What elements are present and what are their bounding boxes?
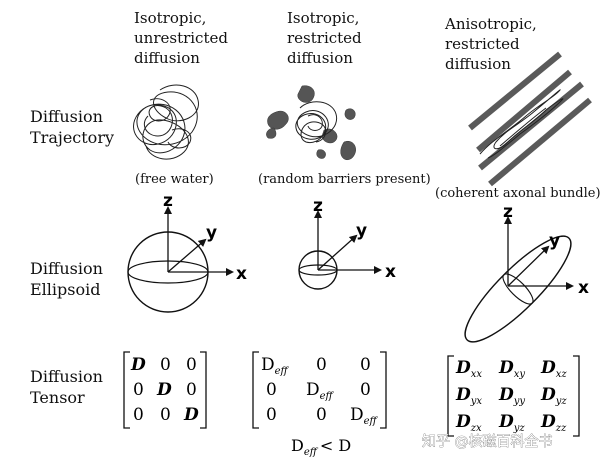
tensor-cell-dyx: Dyx xyxy=(455,385,482,407)
tensor-cell-dxy: Dxy xyxy=(498,358,525,380)
tensor-cell-dyy: Dyy xyxy=(498,385,525,407)
axis-label-x: x xyxy=(578,278,589,298)
ellipsoid-prolate: z y x xyxy=(464,202,589,343)
tensor-cell: D xyxy=(130,355,146,375)
tensor-cell: 0 xyxy=(160,355,171,375)
caption-free-water: (free water) xyxy=(135,172,214,187)
tensor-cell: 0 xyxy=(266,380,277,400)
caption-random-barriers: (random barriers present) xyxy=(258,172,431,187)
axon-fibers xyxy=(468,51,592,187)
tensor-cell-dzx: Dzx xyxy=(455,412,482,434)
tensor-cell-deff: Deff xyxy=(306,380,335,402)
tensor-cell: 0 xyxy=(186,380,197,400)
tensor-matrix-anisotropic: Dxx Dxy Dxz Dyx Dyy Dyz Dzx Dyz Dzz xyxy=(447,355,580,437)
axis-label-z: z xyxy=(503,202,513,222)
relation-deff-less-than-d: Deff< D xyxy=(291,436,351,458)
axis-label-x: x xyxy=(236,264,247,284)
tensor-cell: 0 xyxy=(186,355,197,375)
tensor-cell: 0 xyxy=(316,355,327,375)
tensor-cell-dxx: Dxx xyxy=(455,358,482,380)
tensor-cell: 0 xyxy=(360,380,371,400)
axis-label-z: z xyxy=(313,196,323,216)
axis-label-y: y xyxy=(549,231,560,251)
tensor-cell-dzz: Dzz xyxy=(540,412,567,434)
tensor-matrix-free: D 0 0 0 D 0 0 0 D xyxy=(123,351,207,429)
tensor-matrix-restricted: Deff 0 0 0 Deff 0 0 0 Deff xyxy=(252,351,387,429)
tensor-cell: 0 xyxy=(360,355,371,375)
tensor-cell-deff: Deff xyxy=(350,405,379,427)
tensor-cell: D xyxy=(156,380,172,400)
tensor-cell-dxz: Dxz xyxy=(540,358,567,380)
tensor-cell: 0 xyxy=(316,405,327,425)
axis-label-y: y xyxy=(206,223,217,243)
tensor-cell-dzy: Dyz xyxy=(498,412,525,434)
axis-label-y: y xyxy=(356,221,367,241)
tensor-cell: 0 xyxy=(133,405,144,425)
axis-label-x: x xyxy=(385,262,396,282)
tensor-cell: 0 xyxy=(160,405,171,425)
trajectory-axonal-bundle xyxy=(468,51,592,187)
axis-label-z: z xyxy=(163,191,173,211)
barrier-blobs xyxy=(266,85,356,160)
tensor-cell: D xyxy=(183,405,199,425)
tensor-cell: 0 xyxy=(266,405,277,425)
ellipsoid-sphere: z y x xyxy=(127,191,247,313)
caption-axonal-bundle: (coherent axonal bundle) xyxy=(435,186,601,201)
tensor-cell-deff: Deff xyxy=(261,355,290,377)
trajectory-random-barriers xyxy=(266,85,356,160)
tensor-cell: 0 xyxy=(133,380,144,400)
tensor-cell-dyz: Dyz xyxy=(540,385,567,407)
watermark: 知乎 @核磁百科全书 xyxy=(422,433,552,450)
ellipsoid-small-sphere: z y x xyxy=(298,196,396,290)
trajectory-free-water xyxy=(133,84,199,160)
